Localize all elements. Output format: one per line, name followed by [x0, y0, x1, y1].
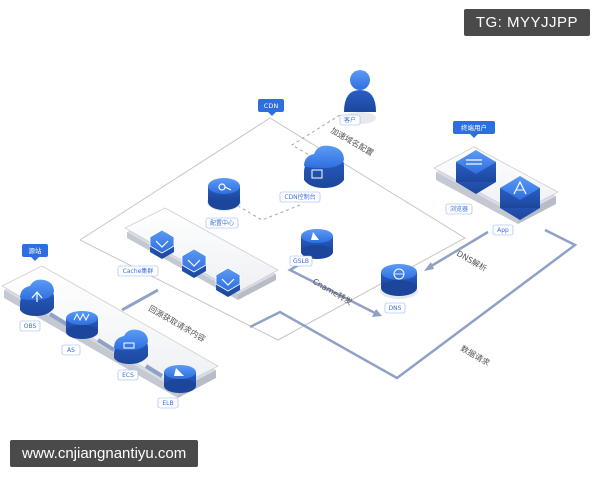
cache-cluster-label: Cache集群 [123, 267, 154, 275]
obs-label: OBS [24, 323, 37, 330]
origin-zone-tag: 源站 [22, 244, 48, 261]
browser-label: 浏览器 [450, 205, 468, 213]
back-to-origin-line [121, 288, 159, 312]
gslb-sail-icon [311, 232, 319, 240]
watermark-top: TG: MYYJJPP [463, 9, 590, 36]
flow-label-data-request: 数据请求 [459, 343, 492, 368]
cache-cluster-panel: Cache集群 [117, 207, 279, 300]
ecs-label: ECS [122, 372, 134, 379]
elb-label: ELB [162, 400, 173, 407]
dns-resolve-line [427, 230, 489, 270]
cdn-zone-tag: CDN [258, 99, 284, 116]
cache-hex-1 [149, 229, 175, 259]
dns-label: DNS [389, 305, 402, 312]
config-center-node: 配置中心 [205, 178, 241, 229]
endusers-zone-tag: 终端用户 [453, 121, 495, 138]
elb-node: ELB [157, 365, 196, 409]
scaling-wave-icon [73, 312, 90, 322]
app-label: App [497, 227, 509, 234]
console-screen-icon [311, 169, 323, 179]
cdn-console-label: CDN控制台 [284, 193, 315, 201]
app-node: App [492, 176, 540, 236]
cdn-zone-outline [78, 117, 466, 341]
data-request-line [249, 228, 578, 380]
as-node: AS [61, 311, 98, 356]
dns-resolve-arrowhead [424, 262, 434, 271]
obs-node: OBS [19, 279, 54, 332]
origin-panel: OBS AS ECS ELB [1, 265, 219, 409]
ecs-node: ECS [114, 329, 148, 381]
browser-node: 浏览器 [445, 150, 496, 215]
cname-arrowhead [372, 309, 382, 317]
as-label: AS [67, 347, 75, 354]
watermark-bottom: www.cnjiangnantiyu.com [10, 440, 199, 467]
config-center-label: 配置中心 [210, 219, 234, 227]
customer-node: 客户 [339, 70, 376, 126]
endusers-zone-label: 终端用户 [461, 123, 487, 132]
cache-hex-3 [215, 267, 241, 297]
flow-label-dns-resolve: DNS解析 [455, 248, 489, 273]
flow-label-cname: Cname转发 [311, 276, 354, 307]
server-icon [123, 342, 135, 349]
customer-label: 客户 [344, 116, 356, 124]
gslb-label: GSLB [293, 258, 309, 265]
dns-node: DNS [380, 264, 418, 314]
domain-config-line [291, 114, 341, 161]
balancer-sail-icon [174, 368, 184, 376]
console-config-line [237, 204, 301, 221]
cdn-zone-label: CDN [264, 102, 279, 110]
cache-hex-2 [181, 248, 207, 278]
origin-zone-label: 源站 [29, 246, 43, 255]
gslb-node: GSLB [289, 229, 333, 267]
cdn-console-node: CDN控制台 [279, 145, 344, 203]
person-icon [350, 70, 370, 90]
endusers-panel: 浏览器 App [433, 146, 559, 236]
